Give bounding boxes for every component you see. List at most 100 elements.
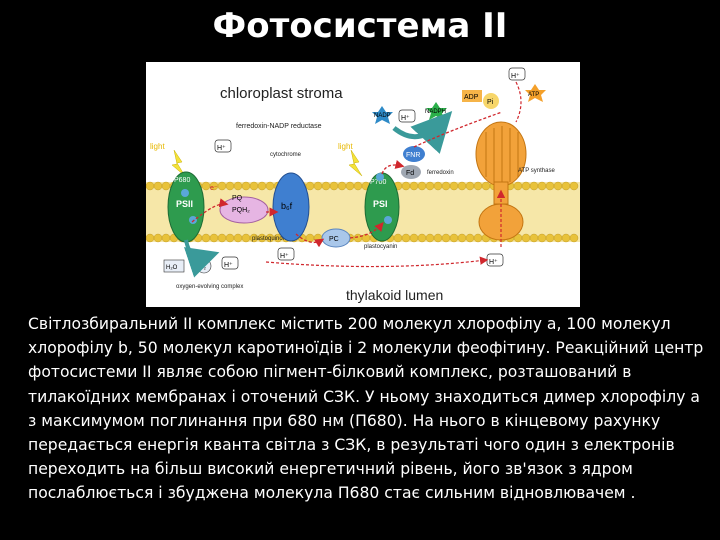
ferredoxin: Fd xyxy=(401,165,421,179)
lipid-head xyxy=(265,181,275,191)
lipid-head xyxy=(225,181,235,191)
adp-box xyxy=(462,90,482,102)
pi-label: Pi xyxy=(487,99,494,106)
lipid-head xyxy=(153,233,163,243)
lipid-head xyxy=(153,181,163,191)
lipid-head xyxy=(457,233,467,243)
lipid-head xyxy=(241,233,251,243)
slide-caption: Світлозбиральний II комплекс містить 200… xyxy=(28,315,704,503)
lipid-head xyxy=(146,181,155,191)
lightning-icon-right xyxy=(348,149,363,177)
lipid-head xyxy=(345,181,355,191)
psi-complex: P700 PSI xyxy=(364,172,400,242)
electron-label: e⁻ xyxy=(210,185,218,192)
lipid-head xyxy=(329,181,339,191)
lipid-head xyxy=(553,181,563,191)
light-label-left: light xyxy=(150,142,165,151)
p700-label: P700 xyxy=(370,179,386,186)
nadph-star: NADPH xyxy=(425,102,447,120)
fd-label: Fd xyxy=(406,170,414,177)
lipid-head xyxy=(146,233,155,243)
h-plus-label: H⁺ xyxy=(224,262,233,269)
lipid-head xyxy=(545,233,555,243)
lipid-head xyxy=(337,181,347,191)
oxygen-complex-label: oxygen-evolving complex xyxy=(176,284,243,290)
lipid-head xyxy=(425,233,435,243)
lipid-head xyxy=(393,233,403,243)
lipid-head xyxy=(537,181,547,191)
pq-label: PQ xyxy=(232,195,243,202)
atp-star xyxy=(525,84,546,102)
p680-label: P680 xyxy=(174,177,190,184)
lipid-head xyxy=(457,181,467,191)
lipid-head xyxy=(401,233,411,243)
adp-label: ADP xyxy=(464,94,479,101)
lipid-head xyxy=(537,233,547,243)
electron-marker xyxy=(376,173,384,181)
lipid-head xyxy=(209,233,219,243)
lipid-head xyxy=(353,181,363,191)
h-plus-label: H⁺ xyxy=(401,115,410,122)
lipid-head xyxy=(521,233,531,243)
lipid-head xyxy=(433,233,443,243)
lipid-head xyxy=(201,181,211,191)
lipid-head xyxy=(321,181,331,191)
lipid-head xyxy=(161,233,171,243)
lipid-head xyxy=(353,233,363,243)
nadp-star: NADP xyxy=(372,106,393,124)
plastocyanin-label: plastocyanin xyxy=(364,244,397,250)
lipid-head xyxy=(553,233,563,243)
lipid-head xyxy=(233,181,243,191)
lipid-head xyxy=(441,181,451,191)
h-plus-label: H⁺ xyxy=(489,259,498,266)
psii-complex: P680 PSII xyxy=(167,171,205,243)
psii-label: PSII xyxy=(176,199,193,209)
lipid-head xyxy=(545,181,555,191)
stroma-label: chloroplast stroma xyxy=(220,85,343,102)
plastoquinone-pool: PQ PQH₂ xyxy=(219,195,269,224)
lipid-head xyxy=(569,233,579,243)
atp-label: ATP xyxy=(528,92,539,98)
lipid-head xyxy=(449,181,459,191)
lipid-head xyxy=(481,181,491,191)
electron-marker xyxy=(181,189,189,197)
lipid-head xyxy=(465,233,475,243)
h-plus-label: H⁺ xyxy=(217,145,226,152)
oxygen-evolving-complex: H₂O O₂ xyxy=(163,239,220,278)
psi-label: PSI xyxy=(373,199,388,209)
nadph-label: NADPH xyxy=(425,109,446,115)
lipid-head xyxy=(529,181,539,191)
h-plus-badge xyxy=(277,247,295,261)
lipid-head xyxy=(417,233,427,243)
h-plus-badge xyxy=(214,139,232,153)
fnr-enzyme: FNR xyxy=(403,146,425,162)
lipid-head xyxy=(241,181,251,191)
lumen-label: thylakoid lumen xyxy=(346,287,443,303)
lipid-head xyxy=(473,233,483,243)
atp-synthase-label: ATP synthase xyxy=(518,168,555,174)
lipid-head xyxy=(225,233,235,243)
lipid-head xyxy=(409,181,419,191)
lipid-head xyxy=(561,181,571,191)
photosynthesis-diagram: chloroplast stroma ferredoxin-NADP reduc… xyxy=(146,62,580,307)
lipid-head xyxy=(513,181,523,191)
lipid-head xyxy=(521,181,531,191)
cytochrome-b6f: b₆f xyxy=(272,172,310,242)
fnr-enzyme-label: ferredoxin-NADP reductase xyxy=(236,123,322,130)
h-plus-badge xyxy=(508,67,526,81)
pi-circle xyxy=(483,93,499,109)
lipid-head xyxy=(161,181,171,191)
lipid-head xyxy=(409,233,419,243)
lipid-head xyxy=(313,181,323,191)
lipid-head xyxy=(449,233,459,243)
electron-marker xyxy=(189,216,197,224)
atp-synthase xyxy=(475,121,527,241)
nadp-conversion-arrow xyxy=(392,110,453,154)
lipid-head xyxy=(305,233,315,243)
b6f-label: b₆f xyxy=(281,201,293,211)
h2o-label: H₂O xyxy=(166,265,178,271)
lipid-head xyxy=(561,233,571,243)
pc-label: PC xyxy=(329,236,339,243)
lipid-head xyxy=(569,181,579,191)
lipid-head xyxy=(465,181,475,191)
